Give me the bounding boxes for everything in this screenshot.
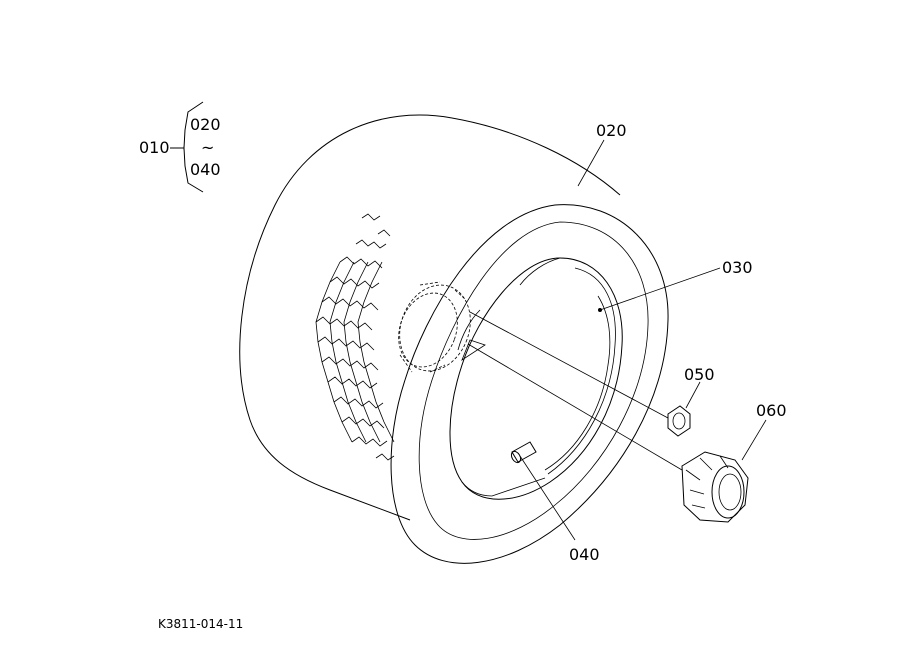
valve-stem [510,441,537,464]
tire [239,114,669,564]
nut-label: 050 [684,365,715,384]
rim-leader-dot [598,308,602,312]
leader-lines [467,139,767,541]
tire-label: 020 [596,121,627,140]
range-end-label: 040 [190,160,221,179]
hidden-hub [398,281,471,373]
range-separator: ~ [201,138,214,157]
cap-label: 060 [756,401,787,420]
assembly-bracket: 010 020 ~ 040 [139,101,221,193]
valve-label: 040 [569,545,600,564]
tread-pattern [315,213,395,461]
rim [449,257,623,500]
assembly-label: 010 [139,138,170,157]
hub-cap [681,451,749,523]
wheel-nut [667,405,691,437]
range-start-label: 020 [190,115,221,134]
reference-code: K3811-014-11 [158,617,243,631]
rim-label: 030 [722,258,753,277]
